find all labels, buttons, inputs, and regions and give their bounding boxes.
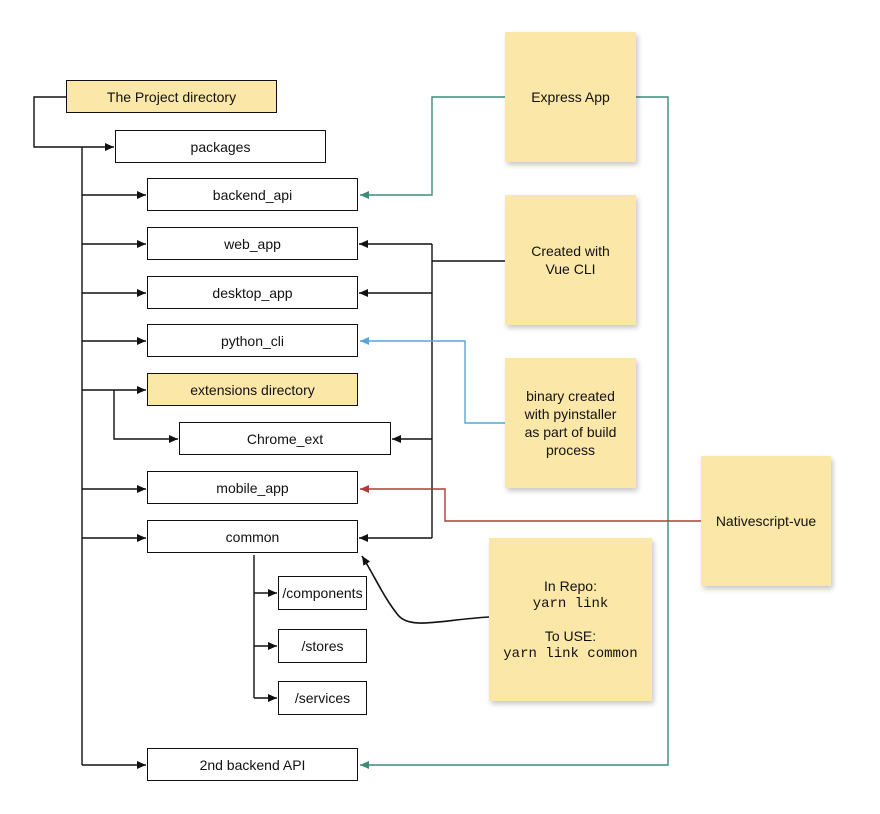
express-app-text: Express App (531, 89, 610, 105)
chrome-ext-label: Chrome_ext (246, 430, 324, 447)
web-app-box: web_app (147, 227, 358, 260)
pyinstaller-note: binary created with pyinstaller as part … (505, 358, 636, 488)
packages-label: packages (190, 138, 251, 155)
common-box: common (147, 520, 358, 553)
project-to-packages-line (33, 96, 114, 151)
common-label: common (225, 528, 280, 545)
backend-api-label: backend_api (212, 186, 293, 203)
project-directory-label: The Project directory (106, 88, 237, 105)
nativescript-to-mobile-line (360, 485, 701, 522)
pyinstaller-line-2: with pyinstaller (524, 406, 617, 422)
yarn-repo-command: yarn link (532, 595, 609, 612)
services-box: /services (278, 681, 367, 715)
python-cli-box: python_cli (147, 324, 358, 357)
extensions-to-chrome-line (113, 390, 178, 443)
project-directory-box: The Project directory (66, 80, 277, 113)
python-cli-label: python_cli (220, 332, 285, 349)
extensions-directory-box: extensions directory (147, 373, 358, 406)
components-box: /components (278, 576, 367, 610)
stores-label: /stores (301, 638, 344, 654)
common-subfolder-lines (253, 555, 277, 702)
express-to-backend-line (360, 96, 505, 199)
chrome-ext-box: Chrome_ext (179, 422, 391, 455)
yarn-link-arrow (361, 555, 490, 624)
desktop-app-box: desktop_app (147, 276, 358, 309)
web-app-label: web_app (224, 235, 281, 252)
packages-box: packages (115, 130, 326, 163)
express-to-backend2-line (360, 96, 669, 769)
backend-api-box: backend_api (147, 178, 358, 211)
yarn-use-label: To USE: (544, 627, 597, 644)
pyinstaller-line-3: as part of build (524, 424, 617, 440)
nativescript-text: Nativescript-vue (715, 513, 817, 529)
mobile-app-box: mobile_app (147, 471, 358, 504)
services-label: /services (294, 690, 351, 706)
components-label: /components (282, 585, 363, 601)
backend2-label: 2nd backend API (199, 756, 306, 773)
extensions-directory-label: extensions directory (190, 381, 315, 398)
vue-cli-line-2: Vue CLI (545, 261, 596, 277)
vue-cli-lines (359, 240, 505, 542)
yarn-use-command: yarn link common (503, 645, 638, 662)
yarn-repo-label: In Repo: (544, 577, 597, 594)
desktop-app-label: desktop_app (212, 284, 293, 301)
mobile-app-label: mobile_app (216, 479, 289, 496)
stores-box: /stores (278, 629, 367, 663)
express-app-note: Express App (505, 32, 636, 162)
pyinstaller-to-python-line (360, 337, 505, 424)
pyinstaller-line-1: binary created (526, 388, 615, 404)
vue-cli-line-1: Created with (531, 243, 610, 259)
backend2-box: 2nd backend API (147, 748, 358, 781)
nativescript-note: Nativescript-vue (701, 456, 831, 586)
package-tree-lines (81, 147, 146, 769)
pyinstaller-line-4: process (545, 442, 596, 458)
yarn-link-note: In Repo: yarn link To USE: yarn link com… (489, 538, 652, 701)
vue-cli-note: Created with Vue CLI (505, 195, 636, 325)
